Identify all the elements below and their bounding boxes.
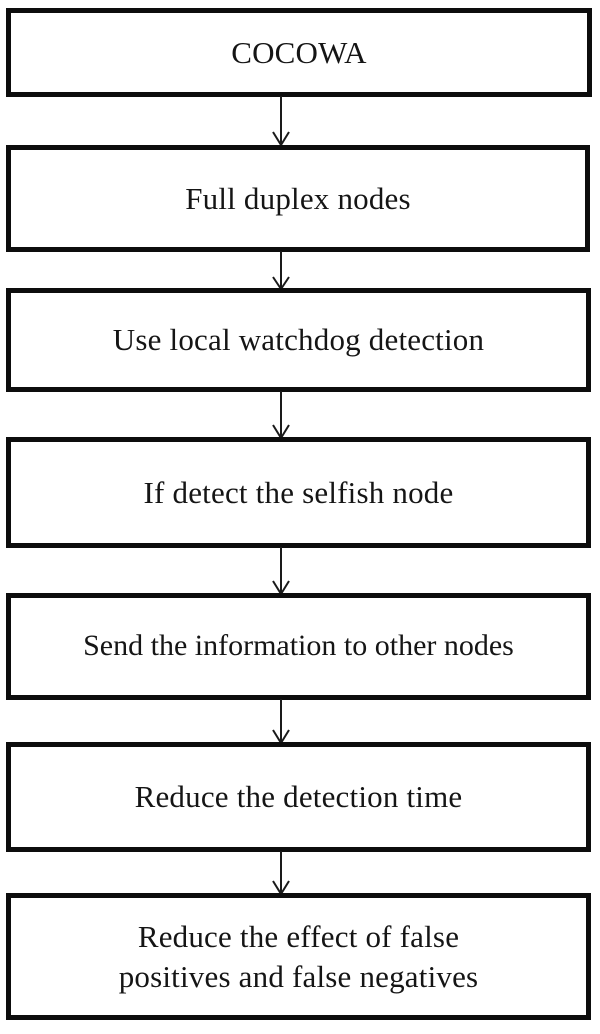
flowchart-node-reduce-the-detection-time[interactable]: Reduce the detection time: [6, 742, 591, 852]
flowchart-node-label: Reduce the effect of false positives and…: [118, 918, 479, 994]
flowchart-arrow-6: [265, 851, 297, 896]
flowchart-node-label: Use local watchdog detection: [112, 322, 485, 358]
flowchart-arrow-3: [265, 391, 297, 440]
flowchart-node-label: Reduce the detection time: [134, 779, 463, 815]
flowchart-node-use-local-watchdog-detection[interactable]: Use local watchdog detection: [6, 288, 591, 392]
flowchart-node-full-duplex-nodes[interactable]: Full duplex nodes: [6, 145, 590, 252]
flowchart-arrow-5: [265, 699, 297, 745]
flowchart-arrow-2: [265, 251, 297, 291]
flowchart-node-send-the-information-to-other-nodes[interactable]: Send the information to other nodes: [6, 593, 591, 700]
flowchart-arrow-1: [265, 96, 297, 147]
flowchart-node-cocowa[interactable]: COCOWA: [6, 8, 592, 97]
flowchart-node-label: Full duplex nodes: [185, 180, 411, 216]
flowchart-node-label: COCOWA: [231, 34, 367, 70]
flowchart-node-if-detect-the-selfish-node[interactable]: If detect the selfish node: [6, 437, 591, 548]
flowchart-arrow-4: [265, 547, 297, 596]
flowchart-node-reduce-the-effect-of-false-positives-and-false-negatives[interactable]: Reduce the effect of false positives and…: [6, 893, 591, 1020]
flowchart-node-label: If detect the selfish node: [143, 474, 454, 510]
flowchart-node-label: Send the information to other nodes: [83, 629, 514, 663]
